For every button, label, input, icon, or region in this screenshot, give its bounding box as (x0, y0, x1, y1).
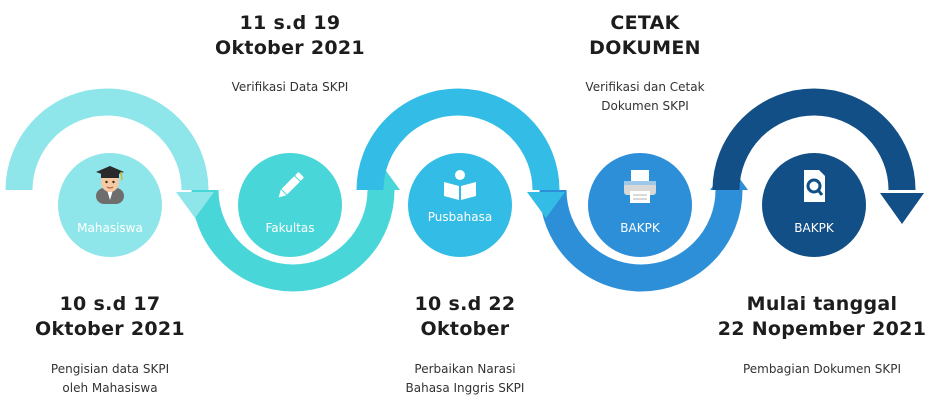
flow-arrowhead-3 (527, 192, 565, 218)
pencil-icon (278, 172, 304, 198)
flow-arc-5 (712, 88, 916, 191)
flow-arc-3 (356, 88, 560, 191)
flow-arc-1 (5, 88, 209, 191)
node-circle-mahasiswa (58, 153, 162, 257)
node-circle-pusbahasa (408, 153, 512, 257)
graduate-avatar-icon (96, 166, 124, 204)
flow-arc-4 (539, 189, 743, 292)
node-label-mahasiswa: Mahasiswa (77, 221, 143, 235)
node-label-bakpk-print: BAKPK (620, 221, 660, 235)
stage-2-description: Verifikasi Data SKPI (231, 80, 349, 94)
node-label-pusbahasa: Pusbahasa (427, 210, 493, 224)
node-circle-bakpk-1 (588, 153, 692, 257)
node-label-fakultas: Fakultas (265, 221, 315, 235)
node-circle-bakpk-2 (762, 153, 866, 257)
flow-arc-2 (191, 189, 395, 292)
document-search-icon (804, 170, 825, 202)
book-reader-icon (444, 170, 476, 200)
node-circle-fakultas (238, 153, 342, 257)
printer-icon (624, 170, 656, 203)
stage-5-description: Pembagian Dokumen SKPI (742, 362, 902, 376)
flow-arrowhead-1 (176, 192, 214, 218)
flow-arrowhead-5 (880, 193, 924, 224)
node-label-bakpk-distribution: BAKPK (794, 221, 834, 235)
